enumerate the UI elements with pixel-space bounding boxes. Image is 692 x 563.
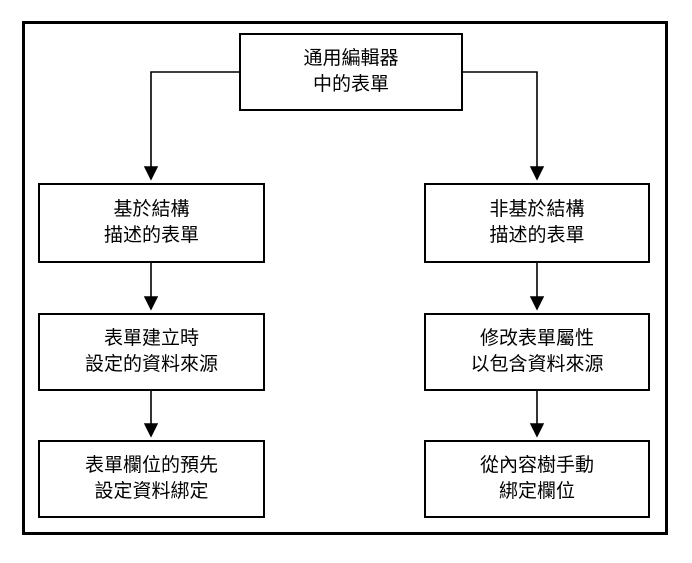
node-right-2-line2: 以包含資料來源: [470, 354, 604, 375]
node-left-1: 基於結構 描述的表單: [38, 183, 265, 263]
node-right-2: 修改表單屬性 以包含資料來源: [424, 313, 650, 391]
node-root: 通用編輯器 中的表單: [239, 33, 463, 111]
node-right-2-line1: 修改表單屬性: [479, 328, 594, 349]
node-left-1-line1: 基於結構: [113, 199, 190, 220]
node-right-1: 非基於結構 描述的表單: [424, 183, 650, 263]
node-left-3-line2: 設定資料綁定: [94, 481, 209, 502]
node-right-1-line1: 非基於結構: [489, 199, 585, 220]
node-left-3: 表單欄位的預先 設定資料綁定: [38, 440, 265, 518]
node-left-2-line1: 表單建立時: [103, 328, 199, 349]
node-left-2-line2: 設定的資料來源: [84, 354, 218, 375]
node-left-3-line1: 表單欄位的預先: [84, 455, 218, 476]
connector-root-to-left1: [143, 71, 239, 181]
node-left-2: 表單建立時 設定的資料來源: [38, 313, 265, 391]
node-root-line2: 中的表單: [312, 74, 389, 95]
node-right-1-line2: 描述的表單: [489, 225, 585, 246]
diagram-border: [22, 21, 668, 535]
connector-root-to-right1: [463, 71, 545, 181]
node-right-3: 從內容樹手動 綁定欄位: [424, 440, 650, 518]
node-right-3-line1: 從內容樹手動: [479, 455, 594, 476]
node-right-3-line2: 綁定欄位: [498, 481, 575, 502]
node-root-line1: 通用編輯器: [303, 48, 399, 69]
node-left-1-line2: 描述的表單: [103, 225, 199, 246]
